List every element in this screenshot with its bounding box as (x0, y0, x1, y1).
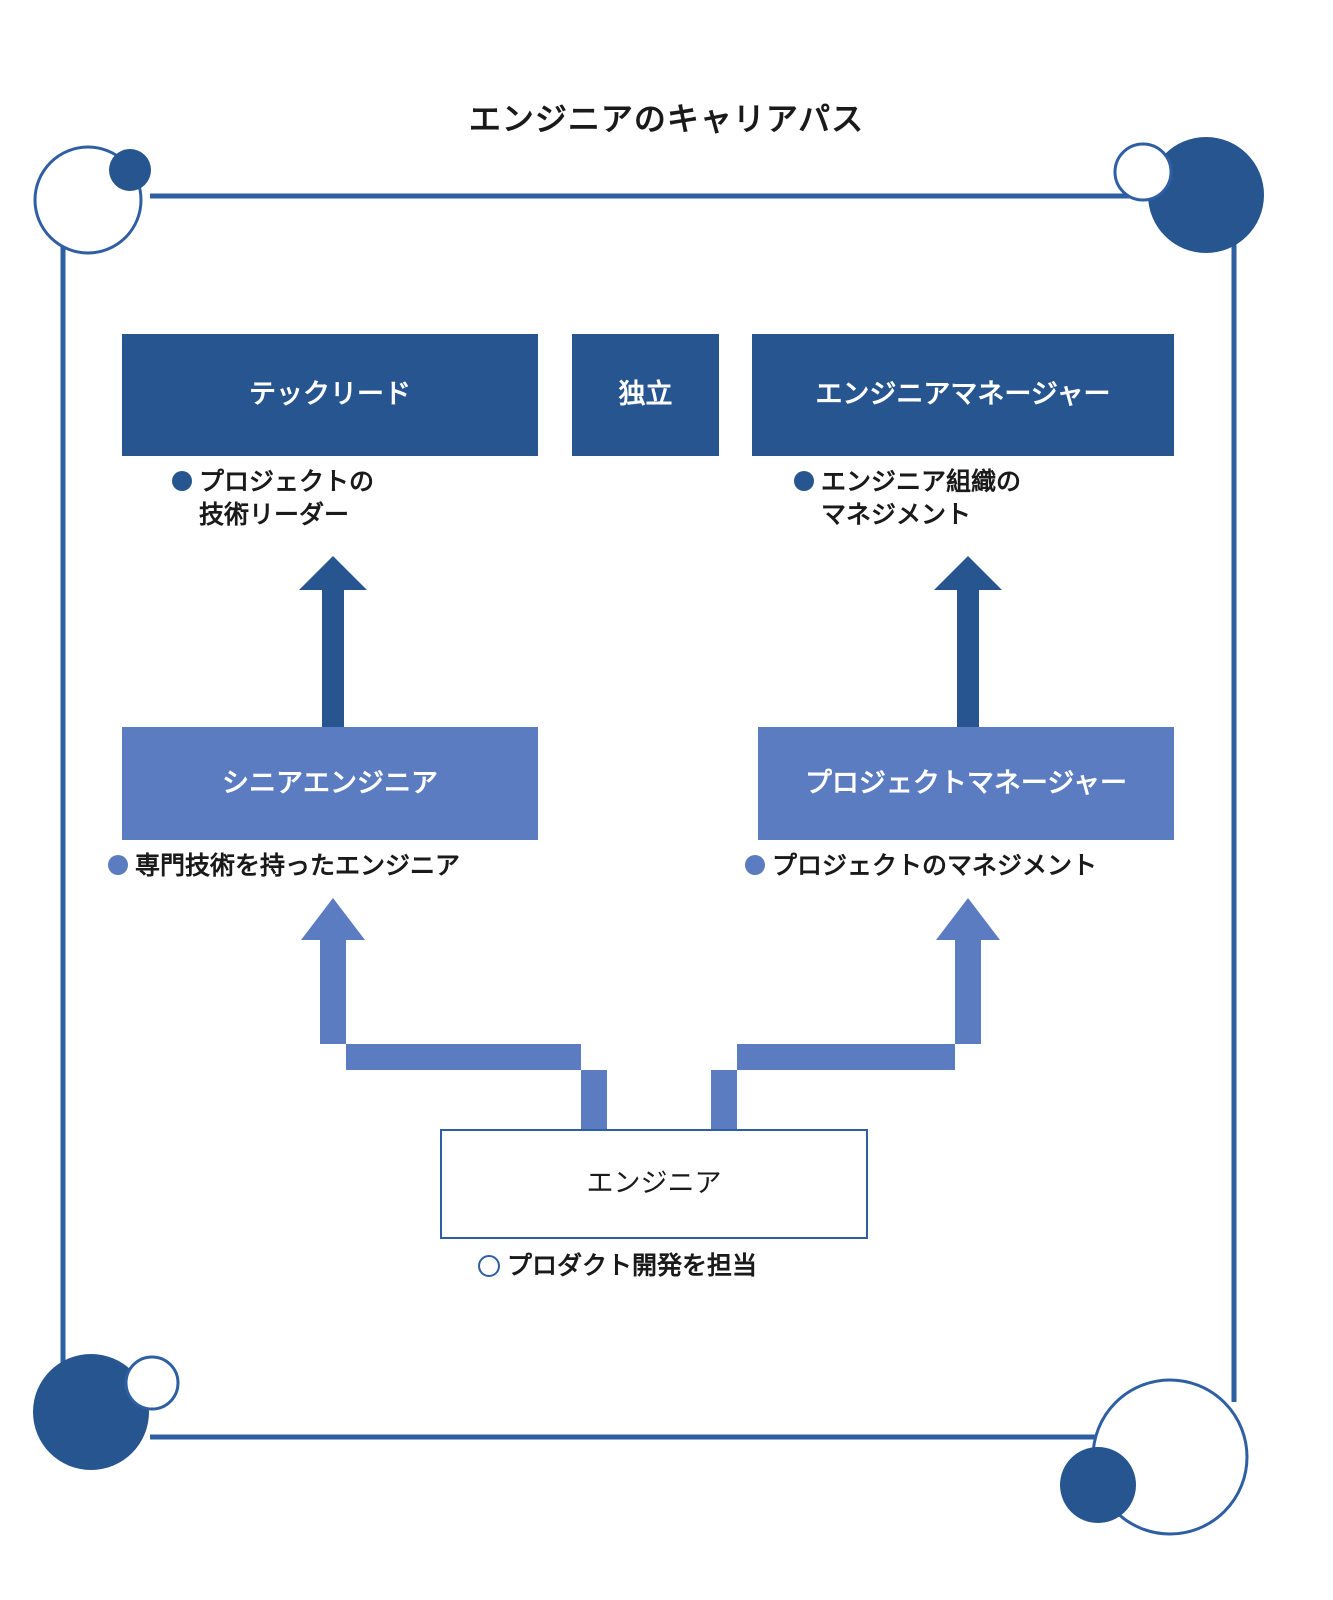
corner-decor-top-right (1113, 137, 1264, 253)
caption-engineer: プロダクト開発を担当 (478, 1250, 757, 1283)
decorative-frame (60, 193, 1237, 1440)
node-engineer-manager[interactable]: エンジニアマネージャー (752, 334, 1174, 456)
corner-decor-top-left (33, 145, 151, 255)
bullet-outline-icon (478, 1255, 500, 1277)
node-senior-engineer-label: シニアエンジニア (222, 767, 438, 798)
filled-circle-icon (1060, 1447, 1136, 1523)
corner-decor-bottom-right (1060, 1378, 1249, 1536)
edge-engineer-to-project-manager (711, 898, 1000, 1129)
edge-project-manager-to-engineer-manager (934, 556, 1002, 727)
caption-engineer-text: プロダクト開発を担当 (507, 1252, 758, 1280)
page-title: エンジニアのキャリアパス (468, 101, 865, 137)
node-project-manager[interactable]: プロジェクトマネージャー (758, 727, 1174, 840)
bullet-filled-icon (794, 471, 814, 491)
node-independent-label: 独立 (618, 379, 673, 410)
node-project-manager-label: プロジェクトマネージャー (804, 767, 1128, 798)
caption-senior-engineer: 専門技術を持ったエンジニア (108, 850, 460, 883)
node-engineer-manager-label: エンジニアマネージャー (815, 379, 1111, 410)
node-tech-lead-label: テックリード (249, 379, 411, 410)
corner-decor-bottom-left (33, 1354, 180, 1470)
filled-circle-icon (109, 149, 151, 191)
caption-engineer-manager: エンジニア組織の マネジメント (794, 466, 1021, 531)
node-independent[interactable]: 独立 (572, 334, 719, 456)
caption-tech-lead-text: プロジェクトの 技術リーダー (199, 468, 375, 529)
edge-senior-engineer-to-tech-lead (299, 556, 367, 727)
outline-circle-icon (124, 1355, 180, 1411)
caption-tech-lead: プロジェクトの 技術リーダー (172, 466, 374, 531)
node-tech-lead[interactable]: テックリード (122, 334, 538, 456)
bullet-filled-icon (108, 855, 128, 875)
filled-circle-icon (1148, 137, 1264, 253)
node-engineer-label: エンジニア (586, 1168, 722, 1199)
caption-senior-engineer-text: 専門技術を持ったエンジニア (135, 852, 461, 880)
caption-project-manager-text: プロジェクトのマネジメント (772, 852, 1098, 880)
caption-project-manager: プロジェクトのマネジメント (745, 850, 1097, 883)
edge-engineer-to-senior-engineer (301, 898, 607, 1129)
node-engineer[interactable]: エンジニア (440, 1129, 868, 1239)
outline-circle-icon (1113, 142, 1173, 202)
node-senior-engineer[interactable]: シニアエンジニア (122, 727, 538, 840)
caption-engineer-manager-text: エンジニア組織の マネジメント (821, 468, 1022, 529)
bullet-filled-icon (745, 855, 765, 875)
filled-circle-icon (33, 1354, 149, 1470)
bullet-filled-icon (172, 471, 192, 491)
